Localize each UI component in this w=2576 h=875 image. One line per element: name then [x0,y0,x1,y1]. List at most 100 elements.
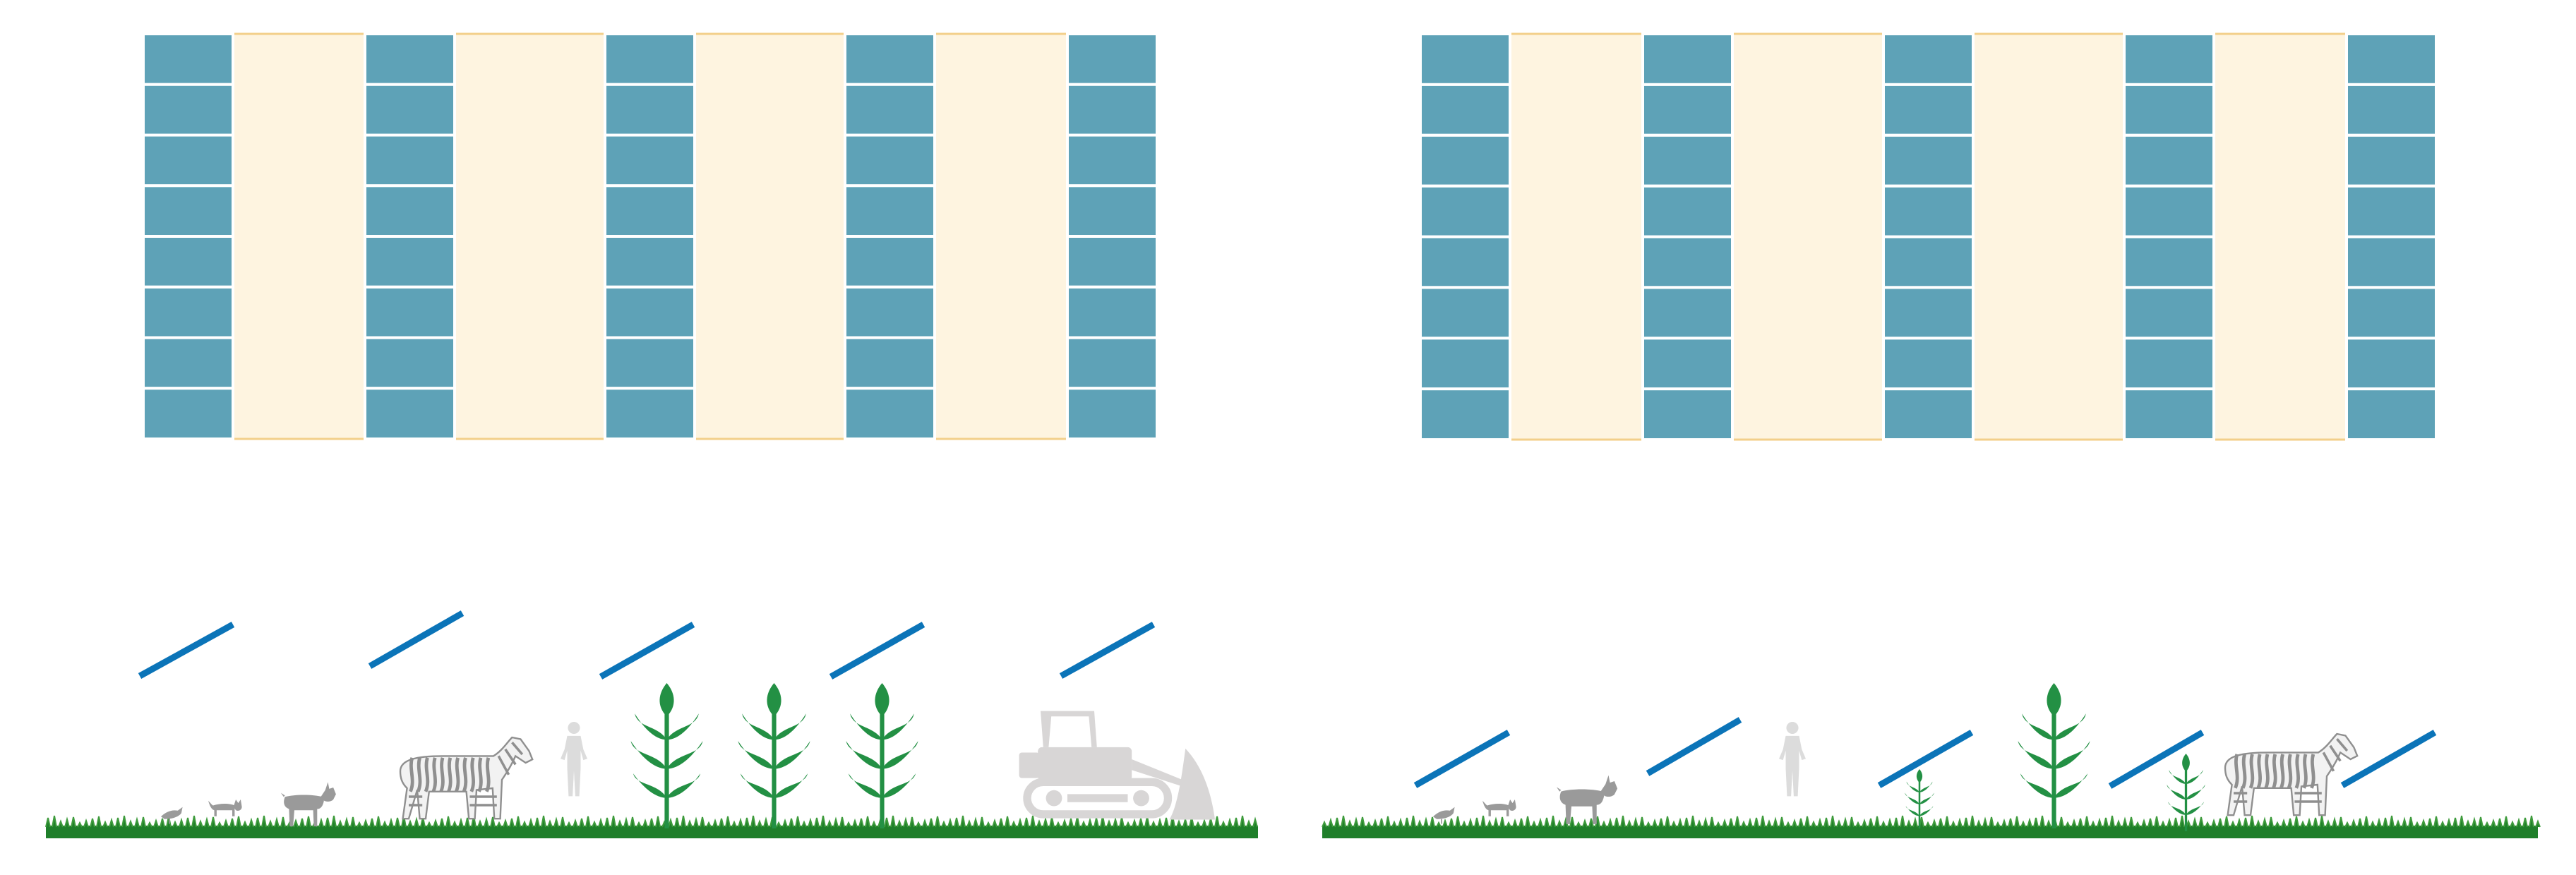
panel-module [604,184,696,238]
panel-module [142,184,234,238]
stem [1918,775,1921,828]
small-plant-icon [2167,754,2205,831]
panel-module [1066,32,1158,86]
panel-module [364,32,456,86]
goat-icon [281,782,336,827]
grass-strip [46,826,1258,838]
zebra-icon [399,736,534,820]
leaf [1919,792,1934,804]
panel-module [1066,336,1158,390]
panel-module [604,83,696,137]
panel-module [364,235,456,289]
panel-module [844,133,936,188]
tilted-panel [368,610,465,669]
panel-module [2345,133,2438,188]
bulldozer-icon [1019,711,1215,820]
leaf [666,773,701,798]
panel-module [364,133,456,188]
leaf [666,741,703,769]
panel-module [142,32,234,86]
panel-module [604,285,696,339]
leaf [2054,713,2086,740]
stem [772,697,777,828]
cat-icon [208,799,242,816]
tall-plant-icon [846,683,918,828]
panel-module [142,285,234,339]
leaf [1906,781,1919,792]
stem [2184,761,2188,831]
leaf [2168,802,2186,815]
leaf [2186,784,2205,799]
leaf [2167,784,2186,799]
panel-module [364,184,456,238]
panel-module [844,235,936,289]
tilted-panel [829,622,925,680]
panel-module [1641,32,1734,86]
panel-module [1641,133,1734,188]
panel-row [1641,32,1734,441]
panel-module [1066,133,1158,188]
panel-module [142,336,234,390]
leaf [633,773,667,798]
panel-module [142,235,234,289]
panel-row [604,32,696,440]
panel-module [1641,235,1734,289]
tilted-panel [2108,730,2205,789]
panel-module [1419,133,1511,188]
leaf [774,773,808,798]
panel-module [1641,337,1734,391]
panel-module [1419,184,1511,239]
panel-module [1419,286,1511,340]
panel-module [364,387,456,440]
panel-module [364,285,456,339]
panel-module [2345,184,2438,239]
panel-module [1066,235,1158,289]
tall-plant-icon [738,683,810,828]
panel-module [142,387,234,440]
leaf [630,741,667,769]
panel-module [1882,286,1975,340]
panel-module [2345,235,2438,289]
tall-plant-icon [2018,683,2090,828]
leaf [767,683,781,717]
small-plant-icon [1905,769,1934,828]
grass-strip [1322,826,2538,838]
panel-module [604,235,696,289]
leaf [774,741,810,769]
panel-module [604,387,696,440]
leaf [2186,770,2203,784]
panel-module [364,83,456,137]
panel-module [2123,286,2215,340]
panel-row [1066,32,1158,440]
panel-module [1419,337,1511,391]
panel-module [844,387,936,440]
tilted-panel [1646,717,1742,776]
leaf [774,713,806,740]
panel-row [142,32,234,440]
tilted-panel [2340,730,2437,788]
panel-module [1882,184,1975,239]
panel-row [2345,32,2438,441]
panel-module [844,336,936,390]
stem [664,697,669,828]
leaf [848,773,882,798]
leaf [1905,806,1919,816]
tilted-panel [1413,730,1511,788]
panel-module [1882,32,1975,86]
panel-module [142,83,234,137]
leaf [882,713,914,740]
leaf [1919,806,1934,816]
leaf [1919,781,1933,792]
grass-blades [1322,815,2541,828]
conventional-ground [45,815,1258,838]
panel-module [2345,83,2438,137]
panel-module [2345,387,2438,441]
panel-row [364,32,456,440]
panel-module [2345,286,2438,340]
panel-module [364,336,456,390]
human-silhouette-icon [1779,721,1806,797]
leaf [846,741,882,769]
panel-module [1419,83,1511,137]
tilted-panel [599,622,695,680]
bird-icon [161,807,183,824]
